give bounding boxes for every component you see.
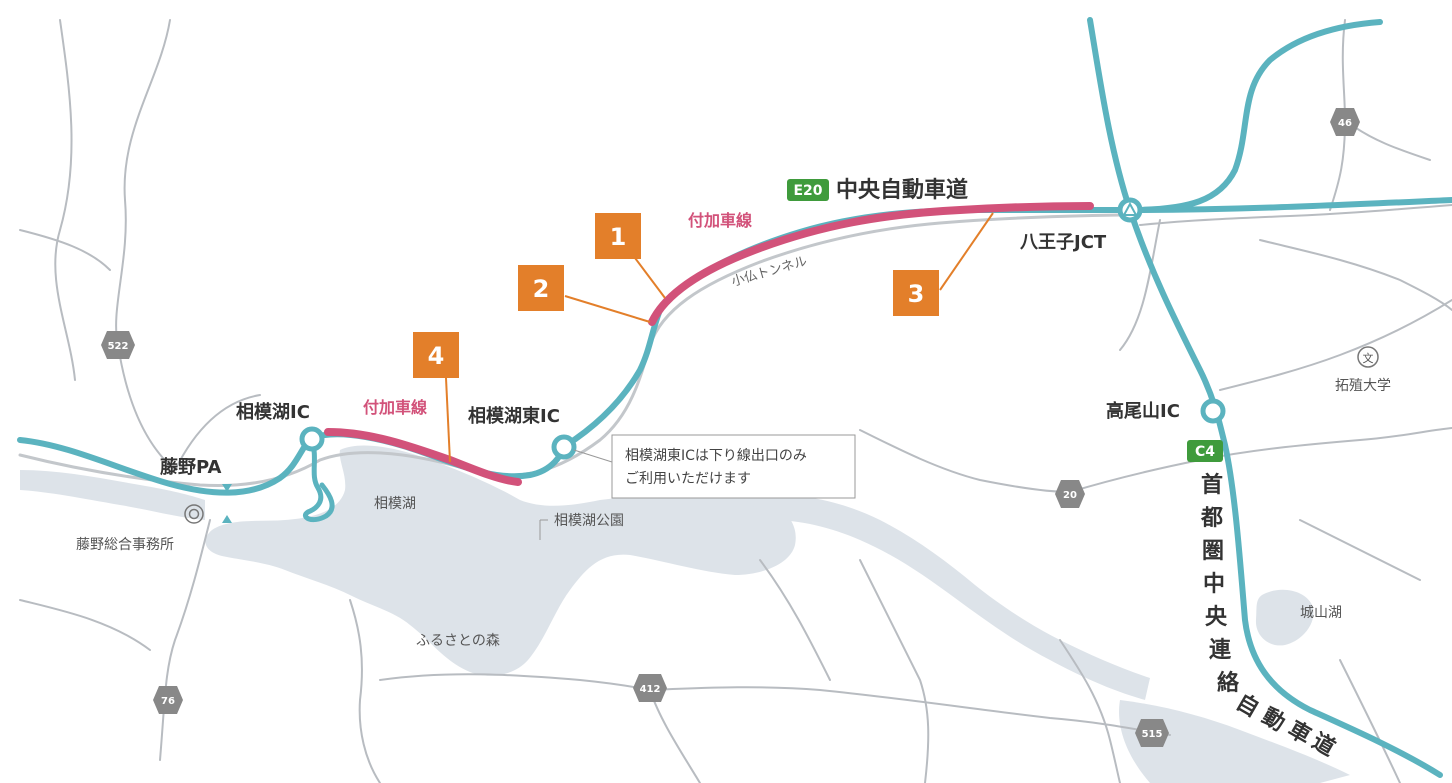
- added-lane-east: [648, 202, 1094, 326]
- svg-text:C4: C4: [1195, 444, 1215, 460]
- marker-leader-lines: [445, 212, 994, 463]
- national-road: [18, 213, 1122, 487]
- svg-text:3: 3: [908, 280, 925, 308]
- added-lane-label-east: 付加車線: [688, 211, 752, 230]
- route-shield-20: 20: [1055, 480, 1085, 508]
- fujino-office-label: 藤野総合事務所: [76, 537, 174, 553]
- added-lane-label-west: 付加車線: [363, 398, 427, 417]
- sagamiko-higashi-ic-marker: [551, 434, 577, 460]
- place-labels: 相模湖 相模湖公園 ふるさとの森 藤野総合事務所 拓殖大学 城山湖: [76, 377, 1391, 649]
- lower-river-area: [1119, 700, 1350, 783]
- marker-3: 3: [893, 270, 939, 316]
- sagamiko-lake-label: 相模湖: [374, 496, 416, 512]
- svg-text:動: 動: [1257, 704, 1289, 737]
- hachioji-jct-label: 八王子JCT: [1020, 232, 1107, 253]
- svg-text:圏: 圏: [1202, 539, 1224, 564]
- ken-o-expressway: [1087, 17, 1443, 778]
- office-icon: [184, 504, 204, 524]
- svg-text:絡: 絡: [1217, 670, 1240, 696]
- upper-river-area: [20, 470, 205, 520]
- svg-text:中: 中: [1203, 572, 1225, 597]
- added-lanes: [324, 202, 1094, 486]
- interchange-markers: [299, 197, 1226, 460]
- e20-badge: [787, 179, 829, 201]
- chuo-expressway-name: 中央自動車道: [836, 177, 968, 203]
- furusato-forest-label: ふるさとの森: [416, 633, 500, 649]
- sagamiko-park-label: 相模湖公園: [554, 513, 624, 529]
- note-callout: 相模湖東ICは下り線出口のみ ご利用いただけます: [573, 434, 856, 499]
- water-areas: [20, 445, 1350, 783]
- interchange-labels: 八王子JCT 高尾山IC 相模湖IC 相模湖東IC 藤野PA: [160, 232, 1180, 478]
- svg-text:522: 522: [108, 341, 129, 352]
- route-shield-46: 46: [1330, 108, 1360, 136]
- shiroyama-lake-label: 城山湖: [1300, 605, 1342, 621]
- fujino-pa-label: 藤野PA: [160, 456, 222, 478]
- sagamiko-park-pointer: [539, 519, 548, 540]
- fujino-pa-down-icon: [222, 515, 232, 523]
- c4-badge: [1187, 440, 1223, 462]
- route-shield-522: 522: [101, 331, 135, 359]
- svg-text:連: 連: [1209, 638, 1232, 663]
- east-river-area: [740, 493, 1150, 700]
- fujino-pa-up-icon: [222, 484, 232, 492]
- sagamiko-higashi-ic-label: 相模湖東IC: [468, 405, 560, 427]
- university-symbol: 文: [1363, 351, 1374, 365]
- svg-text:道: 道: [1307, 728, 1339, 762]
- svg-text:首: 首: [1201, 472, 1223, 498]
- svg-text:E20: E20: [793, 183, 822, 199]
- marker-2: 2: [518, 265, 564, 311]
- numbered-markers: 1 2 3 4: [413, 213, 939, 378]
- takaosan-ic-marker: [1200, 398, 1226, 424]
- sagamiko-ic-label: 相模湖IC: [236, 401, 310, 423]
- svg-text:412: 412: [640, 684, 661, 695]
- chuo-expressway-label: E20 中央自動車道: [787, 177, 968, 203]
- sagamiko-lake-area: [205, 445, 796, 676]
- svg-text:都: 都: [1200, 506, 1223, 531]
- takushoku-univ-label: 拓殖大学: [1335, 377, 1391, 394]
- jct-branch: [1127, 19, 1383, 213]
- route-shield-515: 515: [1135, 719, 1169, 747]
- note-line-2: ご利用いただけます: [625, 471, 751, 487]
- route-shield-412: 412: [633, 674, 667, 702]
- svg-text:76: 76: [161, 696, 175, 707]
- minor-roads: [19, 19, 1452, 783]
- sagamiko-ic-marker: [299, 426, 325, 452]
- shiroyama-lake-area: [1255, 589, 1314, 646]
- takaosan-ic-label: 高尾山IC: [1106, 400, 1180, 422]
- route-shields: 46 522 20 76 412 515: [101, 108, 1360, 747]
- marker-1: 1: [595, 213, 641, 259]
- svg-text:515: 515: [1142, 729, 1163, 740]
- svg-text:2: 2: [533, 275, 550, 303]
- svg-text:4: 4: [428, 342, 445, 370]
- svg-text:46: 46: [1338, 118, 1352, 129]
- university-icon: [1357, 346, 1379, 368]
- sagamiko-ic-ramp: [302, 437, 335, 523]
- svg-text:1: 1: [610, 223, 627, 251]
- added-lane-west: [324, 428, 522, 486]
- svg-text:20: 20: [1063, 490, 1077, 501]
- route-shield-76: 76: [153, 686, 183, 714]
- jct-triangle-icon: [1122, 201, 1138, 216]
- marker-4: 4: [413, 332, 459, 378]
- note-line-1: 相模湖東ICは下り線出口のみ: [625, 448, 807, 464]
- svg-text:央: 央: [1205, 604, 1228, 630]
